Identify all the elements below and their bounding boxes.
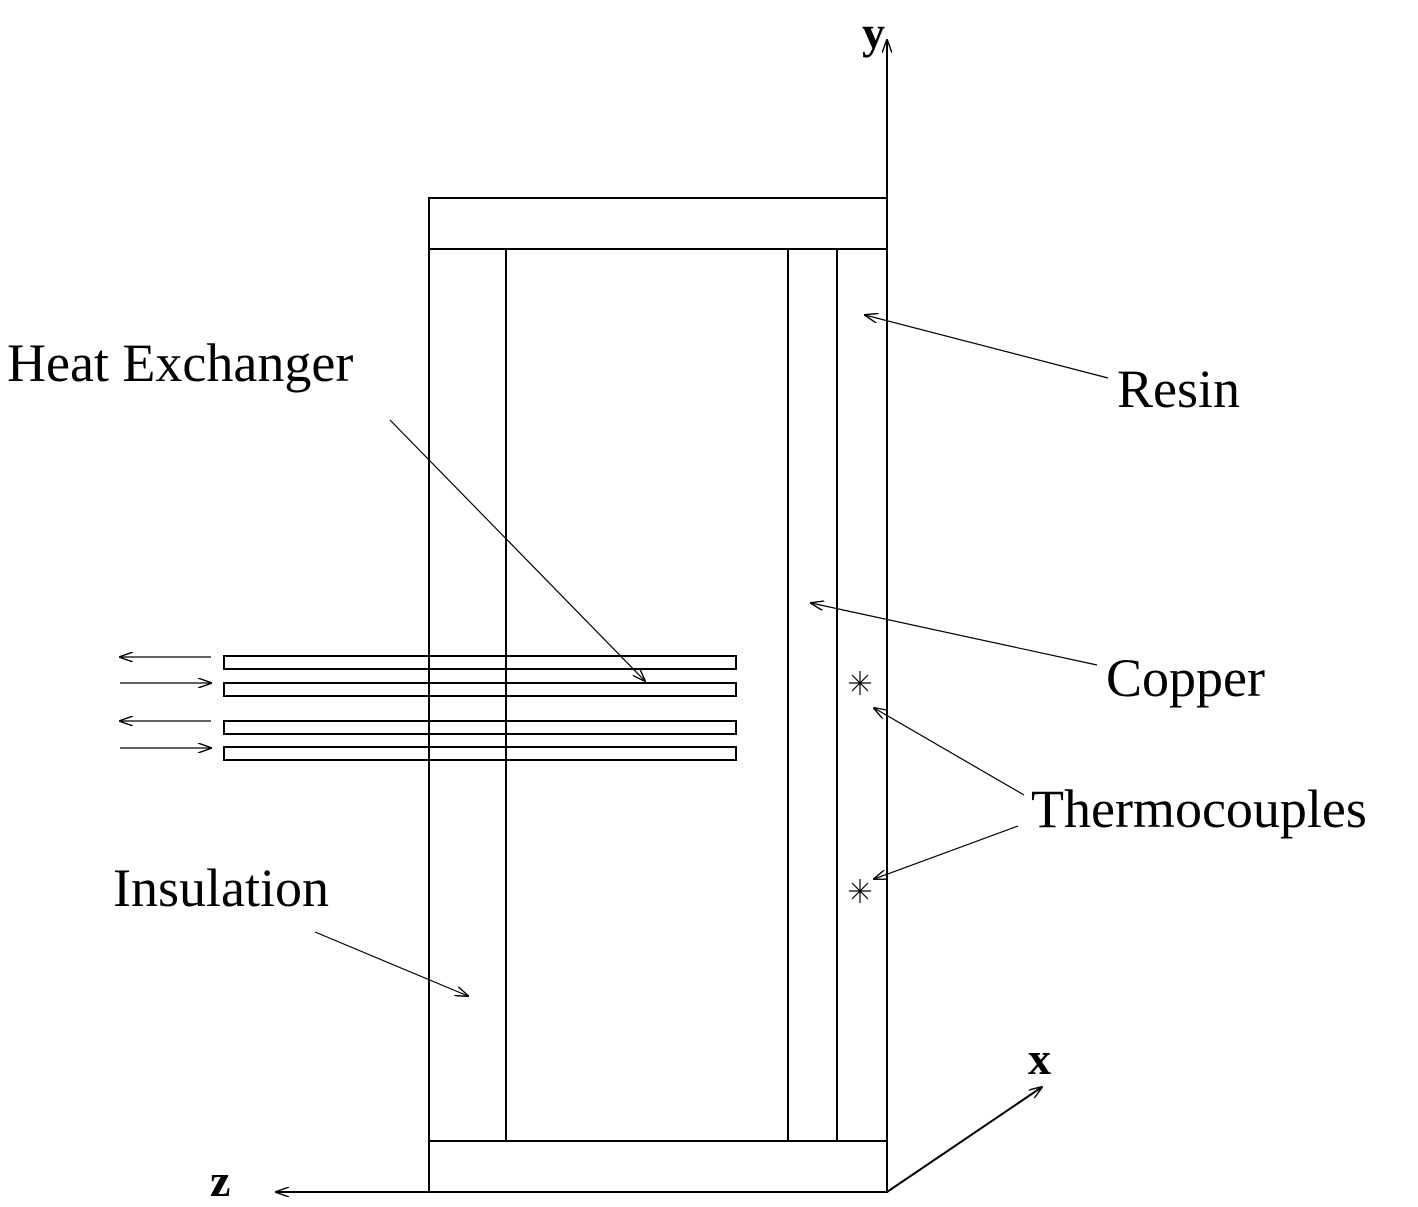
thermocouples-label: Thermocouples xyxy=(1031,779,1367,839)
tube-3 xyxy=(223,720,737,735)
thermocouple-marker-1 xyxy=(849,671,871,695)
thermocouples-leader-1 xyxy=(874,708,1025,796)
heat-exchanger-label: Heat Exchanger xyxy=(7,333,353,393)
heat-exchanger-leader xyxy=(389,419,645,681)
copper-leader xyxy=(811,603,1098,666)
resin-leader xyxy=(865,315,1109,379)
leader-arrows xyxy=(314,315,1109,996)
tube-2 xyxy=(223,682,737,697)
insulation-label: Insulation xyxy=(113,858,329,918)
copper-label: Copper xyxy=(1106,648,1265,708)
thermocouples-leader-2 xyxy=(874,825,1019,879)
tube-1 xyxy=(223,655,737,670)
resin-label: Resin xyxy=(1117,359,1240,419)
component-labels: Heat Exchanger Resin Copper Thermocouple… xyxy=(7,333,1367,918)
x-axis-line xyxy=(886,1087,1042,1193)
insulation-leader xyxy=(314,931,468,996)
y-axis-label: y xyxy=(862,7,885,58)
heat-exchanger-tubes xyxy=(223,655,737,761)
z-axis-label: z xyxy=(210,1155,230,1206)
tube-4 xyxy=(223,746,737,761)
thermocouple-marker-2 xyxy=(849,879,871,903)
coordinate-axes: y z x xyxy=(210,7,1051,1206)
flow-arrows xyxy=(120,657,211,748)
x-axis-label: x xyxy=(1028,1033,1051,1084)
